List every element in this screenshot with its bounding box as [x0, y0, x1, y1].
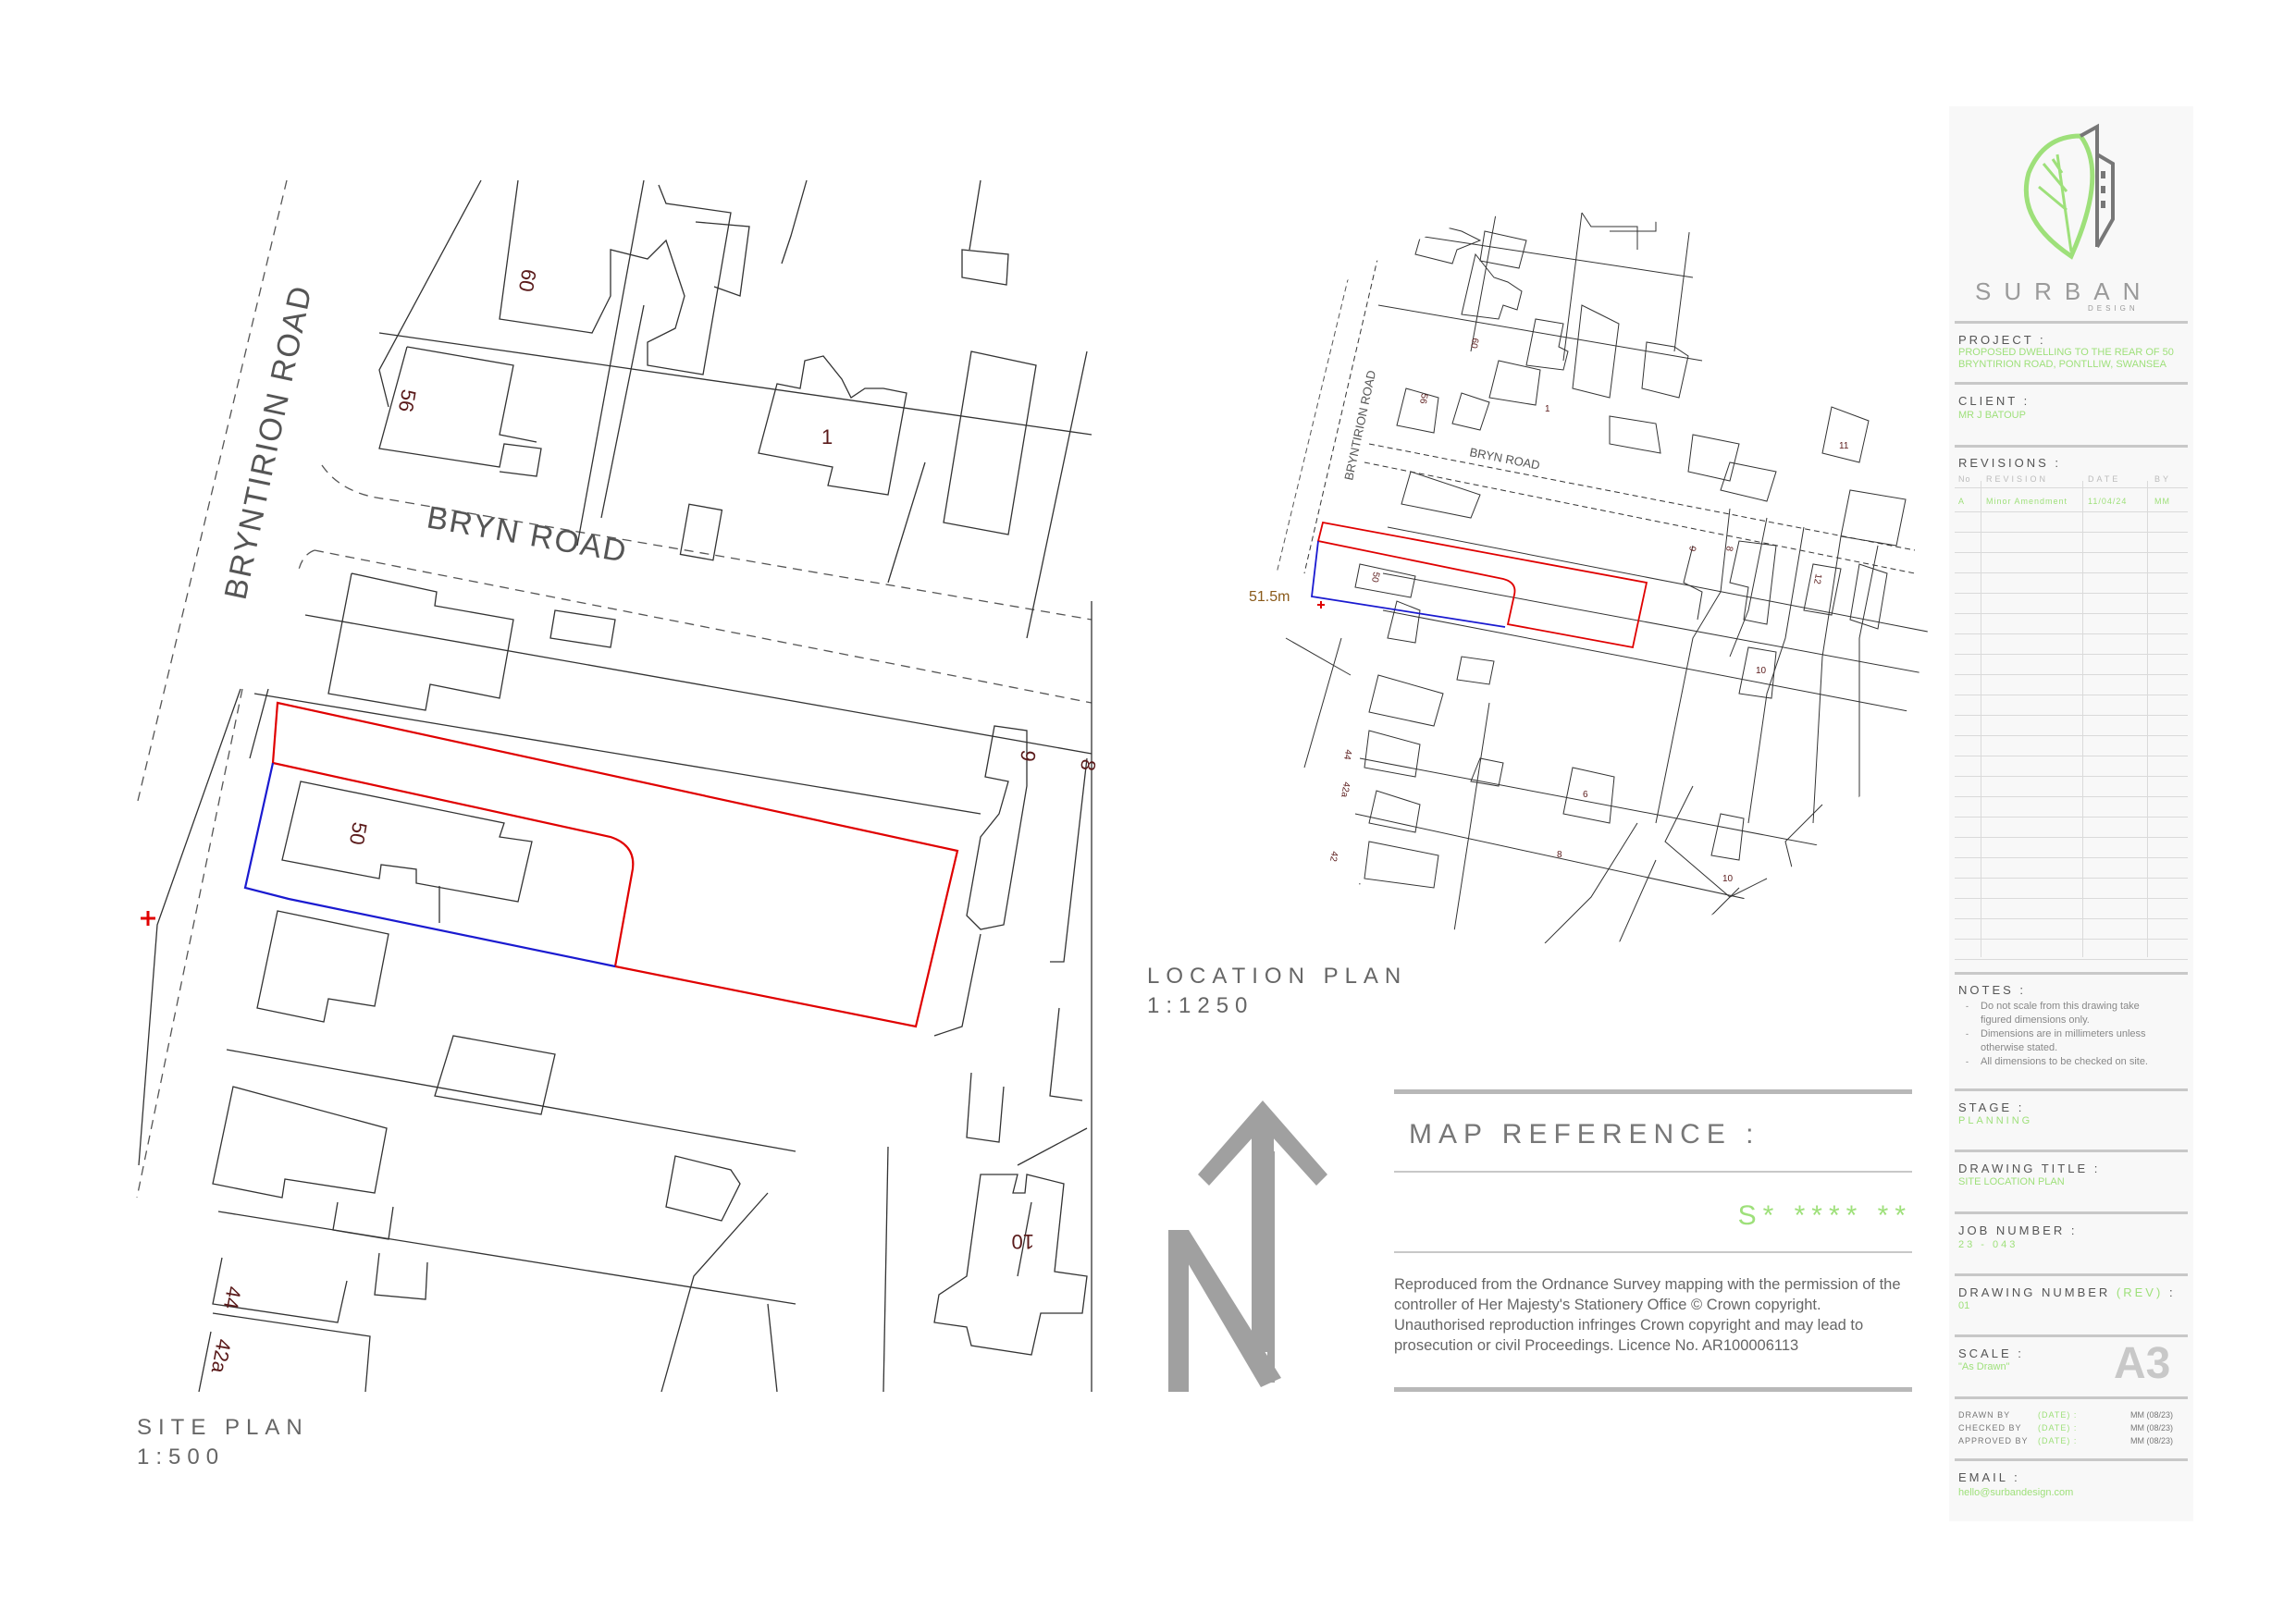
house-9-label: 9 — [1016, 748, 1041, 763]
rev-header-no: No — [1958, 474, 1971, 484]
loc-house-50-label: 50 — [1369, 571, 1381, 583]
note-1: Do not scale from this drawing take figu… — [1981, 1001, 2140, 1026]
house-50-label: 50 — [345, 820, 372, 846]
logo-subtitle: DESIGN — [2088, 304, 2139, 313]
location-plan-drawing: BRYNTIRION ROAD BRYN ROAD 60 56 1 50 9 8… — [1249, 210, 1932, 943]
site-plan-caption: SITE PLAN 1:500 — [137, 1413, 309, 1472]
loc-house-12-label: 12 — [1811, 572, 1823, 584]
job-number-label: JOB NUMBER : — [1958, 1223, 2078, 1237]
location-plan-caption: LOCATION PLAN 1:1250 — [1147, 962, 1407, 1021]
drawing-number-label: DRAWING NUMBER — [1958, 1285, 2111, 1299]
sheet-size: A3 — [2114, 1339, 2171, 1388]
site-datum-cross-icon — [141, 911, 155, 926]
rev-row-no: A — [1958, 497, 1966, 506]
checked-date-tag: (DATE) : — [2038, 1423, 2078, 1432]
map-reference-panel: MAP REFERENCE : S* **** ** Reproduced fr… — [1394, 1089, 1912, 1395]
scale-label: SCALE : — [1958, 1346, 2024, 1360]
house-60-label: 60 — [514, 267, 541, 293]
email-label: EMAIL : — [1958, 1470, 2020, 1484]
rev-header-date: DATE — [2088, 474, 2121, 484]
location-plan-scale: 1:1250 — [1147, 993, 1254, 1018]
house-8-label: 8 — [1076, 757, 1101, 772]
approved-by-value: MM (08/23) — [2130, 1436, 2174, 1445]
loc-house-11-label: 11 — [1839, 441, 1849, 451]
loc-bryntirion-road-label: BRYNTIRION ROAD — [1341, 369, 1378, 482]
rev-row-date: 11/04/24 — [2088, 497, 2128, 506]
revisions-label: REVISIONS : — [1958, 456, 2062, 470]
drawn-date-tag: (DATE) : — [2038, 1410, 2078, 1420]
drawing-number-colon: : — [2168, 1285, 2176, 1299]
loc-house-1-label: 1 — [1545, 404, 1550, 414]
note-2: Dimensions are in millimeters unless oth… — [1981, 1028, 2146, 1053]
house-10-label: 10 — [1012, 1230, 1034, 1253]
site-plan-title: SITE PLAN — [137, 1415, 309, 1440]
loc-house-10a-label: 10 — [1756, 666, 1767, 676]
location-datum-cross-icon — [1317, 601, 1325, 609]
house-1-label: 1 — [821, 425, 833, 449]
location-plan-title: LOCATION PLAN — [1147, 964, 1408, 989]
drawn-by-label: DRAWN BY — [1958, 1410, 2011, 1420]
job-number-value: 23 - 043 — [1958, 1239, 2018, 1250]
surban-leaf-logo-icon — [2023, 123, 2115, 260]
drawing-title-label: DRAWING TITLE : — [1958, 1162, 2101, 1175]
loc-house-8b-label: 8 — [1557, 850, 1562, 860]
checked-by-label: CHECKED BY — [1958, 1423, 2022, 1432]
checked-by-value: MM (08/23) — [2130, 1423, 2174, 1432]
rev-row-by: MM — [2154, 497, 2170, 506]
loc-house-56-label: 56 — [1417, 392, 1429, 404]
drawing-number-value: 01 — [1958, 1300, 1970, 1311]
map-reference-title: MAP REFERENCE : — [1409, 1119, 1760, 1150]
house-44-label: 44 — [219, 1285, 246, 1310]
note-3: All dimensions to be checked on site. — [1981, 1056, 2148, 1067]
drawing-number-rev: (REV) — [2116, 1285, 2164, 1299]
rev-header-revision: REVISION — [1986, 474, 2049, 484]
loc-house-42-label: 42 — [1327, 850, 1339, 862]
level-label: 51.5m — [1249, 589, 1290, 605]
loc-house-6-label: 6 — [1583, 790, 1588, 800]
house-42a-label: 42a — [207, 1337, 236, 1375]
loc-bryn-road-label: BRYN ROAD — [1468, 445, 1541, 472]
rev-row-revision: Minor Amendment — [1986, 497, 2068, 506]
site-plan-scale: 1:500 — [137, 1445, 226, 1469]
bryn-road-label: BRYN ROAD — [425, 499, 631, 570]
title-block: SURBAN DESIGN PROJECT : PROPOSED DWELLIN… — [1949, 106, 2193, 1521]
drawing-title-value: SITE LOCATION PLAN — [1958, 1176, 2065, 1187]
email-value[interactable]: hello@surbandesign.com — [1958, 1487, 2074, 1498]
project-value: PROPOSED DWELLING TO THE REAR OF 50 BRYN… — [1958, 347, 2174, 370]
project-label: PROJECT : — [1958, 333, 2046, 347]
logo-wordmark: SURBAN — [1975, 277, 2154, 305]
stage-value: PLANNING — [1958, 1115, 2033, 1126]
drawn-by-value: MM (08/23) — [2130, 1410, 2174, 1420]
stage-label: STAGE : — [1958, 1100, 2025, 1114]
loc-house-42a-label: 42a — [1339, 781, 1352, 798]
loc-house-9-label: 9 — [1686, 545, 1697, 552]
north-arrow-icon — [1168, 1100, 1327, 1392]
site-plan-drawing: BRYNTIRION ROAD BRYN ROAD 60 56 1 50 9 8… — [136, 179, 1101, 1393]
client-label: CLIENT : — [1958, 394, 2031, 408]
copyright-notice: Reproduced from the Ordnance Survey mapp… — [1394, 1276, 1901, 1354]
notes-label: NOTES : — [1958, 983, 2027, 997]
loc-house-8-label: 8 — [1723, 545, 1734, 552]
house-56-label: 56 — [394, 387, 421, 413]
scale-value: "As Drawn" — [1958, 1361, 2010, 1372]
drawing-number-label-row: DRAWING NUMBER (REV) : — [1958, 1285, 2176, 1299]
approved-date-tag: (DATE) : — [2038, 1436, 2078, 1445]
client-value: MR J BATOUP — [1958, 410, 2026, 421]
loc-house-60-label: 60 — [1468, 337, 1480, 349]
map-reference-code: S* **** ** — [1737, 1200, 1912, 1231]
loc-house-44-label: 44 — [1341, 748, 1353, 760]
loc-house-10b-label: 10 — [1722, 874, 1734, 884]
bryntirion-road-label: BRYNTIRION ROAD — [218, 282, 319, 603]
rev-header-by: BY — [2154, 474, 2172, 484]
approved-by-label: APPROVED BY — [1958, 1436, 2029, 1445]
